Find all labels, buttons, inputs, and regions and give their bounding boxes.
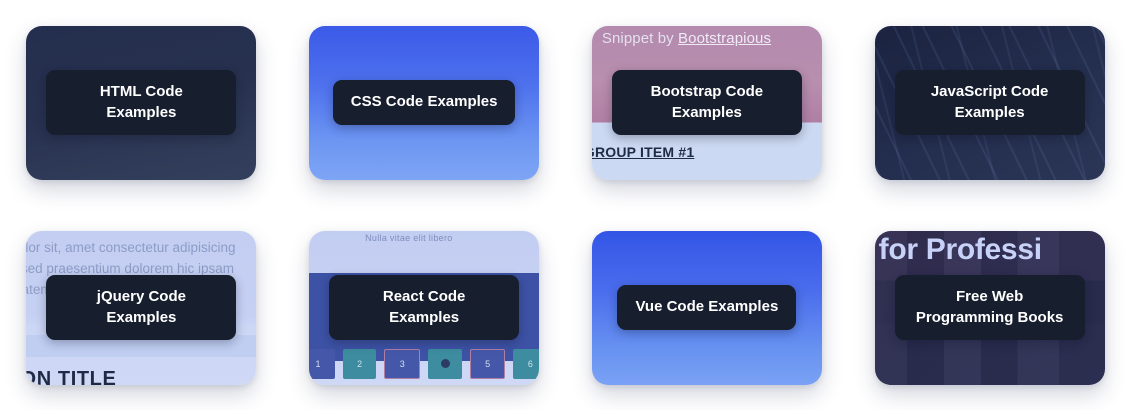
- numbered-chip-row: 1 2 3 4 5 6: [309, 348, 540, 379]
- chip-number-5: 5: [485, 358, 491, 369]
- card-free-web-programming-books[interactable]: for Professi Free Web Programming Books: [874, 230, 1105, 385]
- card-cell-books: for Professi Free Web Programming Books: [848, 205, 1131, 410]
- chip-number-1: 1: [315, 358, 321, 369]
- card-label-vue: Vue Code Examples: [617, 285, 797, 330]
- card-react-code-examples[interactable]: Nulla vitae elit libero 1 2 3 4 5 6 Reac…: [309, 230, 540, 385]
- card-cell-bootstrap: Snippet by Bootstrapious GROUP ITEM #1 B…: [566, 0, 849, 205]
- card-label-javascript: JavaScript Code Examples: [894, 69, 1085, 136]
- card-cell-jquery: dolor sit, amet consectetur adipisicing …: [0, 205, 283, 410]
- card-cell-html: HTML Code Examples: [0, 0, 283, 205]
- card-cell-javascript: JavaScript Code Examples: [848, 0, 1131, 205]
- chip-number-2: 2: [357, 358, 363, 369]
- card-label-react: React Code Examples: [329, 274, 520, 341]
- snippet-credit: Snippet by Bootstrapious: [602, 30, 818, 47]
- numbered-chip-1[interactable]: 1: [309, 348, 335, 379]
- card-cell-css: CSS Code Examples: [283, 0, 566, 205]
- cursor-dot-icon: [440, 359, 450, 368]
- card-jquery-code-examples[interactable]: dolor sit, amet consectetur adipisicing …: [26, 230, 257, 385]
- numbered-chip-4[interactable]: 4: [428, 348, 462, 379]
- numbered-chip-6[interactable]: 6: [513, 348, 540, 379]
- books-heading: for Professi: [878, 232, 1042, 266]
- card-cell-vue: Vue Code Examples: [566, 205, 849, 410]
- card-label-books: Free Web Programming Books: [894, 274, 1085, 341]
- chip-number-3: 3: [399, 358, 405, 369]
- card-bootstrap-code-examples[interactable]: Snippet by Bootstrapious GROUP ITEM #1 B…: [591, 25, 822, 180]
- card-label-css: CSS Code Examples: [332, 80, 516, 125]
- card-css-code-examples[interactable]: CSS Code Examples: [309, 25, 540, 180]
- card-vue-code-examples[interactable]: Vue Code Examples: [591, 230, 822, 385]
- card-cell-react: Nulla vitae elit libero 1 2 3 4 5 6 Reac…: [283, 205, 566, 410]
- snippet-credit-link[interactable]: Bootstrapious: [678, 29, 772, 47]
- numbered-chip-2[interactable]: 2: [342, 348, 377, 379]
- numbered-chip-3[interactable]: 3: [384, 348, 421, 379]
- numbered-chip-5[interactable]: 5: [469, 348, 506, 379]
- list-group-item-link[interactable]: GROUP ITEM #1: [591, 143, 695, 160]
- lorem-line-2: s sed praesentium dolorem hic ipsam: [26, 260, 234, 276]
- card-label-html: HTML Code Examples: [46, 69, 237, 136]
- lorem-line-1: dolor sit, amet consectetur adipisicing: [26, 239, 236, 255]
- snippet-credit-prefix: Snippet by: [601, 29, 679, 47]
- card-label-bootstrap: Bootstrap Code Examples: [611, 69, 802, 136]
- chip-number-6: 6: [527, 358, 533, 369]
- card-javascript-code-examples[interactable]: JavaScript Code Examples: [874, 25, 1105, 180]
- section-title: ION TITLE: [26, 367, 117, 385]
- react-top-text: Nulla vitae elit libero: [365, 232, 453, 243]
- card-label-jquery: jQuery Code Examples: [46, 274, 237, 341]
- card-html-code-examples[interactable]: HTML Code Examples: [26, 25, 257, 180]
